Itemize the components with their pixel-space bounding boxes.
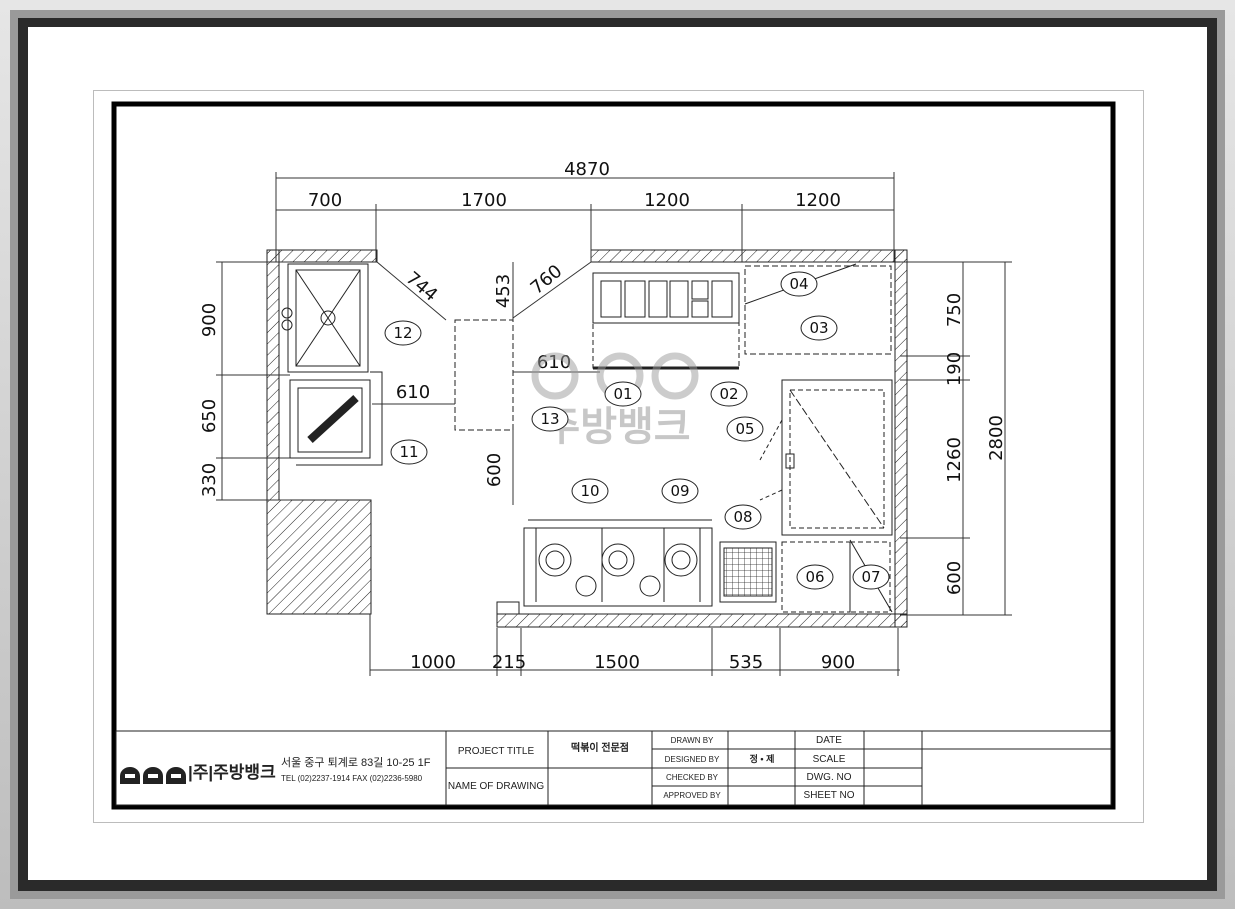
svg-text:DATE: DATE xyxy=(816,735,842,746)
company-name: |주|주방뱅크 xyxy=(188,763,276,782)
svg-text:1200: 1200 xyxy=(795,190,841,211)
svg-text:330: 330 xyxy=(199,463,220,497)
svg-text:4870: 4870 xyxy=(564,159,610,180)
svg-text:1000: 1000 xyxy=(410,652,456,673)
svg-text:SCALE: SCALE xyxy=(813,754,846,765)
svg-text:SHEET NO: SHEET NO xyxy=(804,790,855,801)
equipment-numbers xyxy=(384,271,890,590)
svg-text:700: 700 xyxy=(308,190,342,211)
svg-text:NAME OF DRAWING: NAME OF DRAWING xyxy=(448,781,545,792)
svg-text:1260: 1260 xyxy=(944,437,965,483)
svg-text:DWG. NO: DWG. NO xyxy=(807,772,852,783)
svg-text:08: 08 xyxy=(733,508,752,526)
title-block: |주|주방뱅크 서울 중구 퇴계로 83길 10-25 1F TEL (02)2… xyxy=(115,730,1112,806)
svg-text:CHECKED BY: CHECKED BY xyxy=(666,773,719,782)
svg-text:750: 750 xyxy=(944,293,965,327)
company-address: 서울 중구 퇴계로 83길 10-25 1F xyxy=(281,756,431,769)
svg-text:1500: 1500 xyxy=(594,652,640,673)
svg-text:11: 11 xyxy=(399,443,418,461)
svg-text:10: 10 xyxy=(580,482,599,500)
svg-text:190: 190 xyxy=(944,352,965,386)
svg-text:01: 01 xyxy=(613,385,632,403)
svg-text:535: 535 xyxy=(729,652,763,673)
svg-text:600: 600 xyxy=(944,561,965,595)
equipment xyxy=(281,263,893,613)
svg-text:744: 744 xyxy=(402,268,442,306)
company-logo-icon xyxy=(120,767,186,784)
svg-text:09: 09 xyxy=(670,482,689,500)
svg-text:12: 12 xyxy=(393,324,412,342)
svg-text:1200: 1200 xyxy=(644,190,690,211)
svg-text:13: 13 xyxy=(540,410,559,428)
drawing-border xyxy=(111,101,1116,810)
watermark: 주방뱅크 xyxy=(531,352,699,450)
dimension-lines xyxy=(216,172,1012,676)
svg-text:600: 600 xyxy=(484,453,505,487)
svg-text:07: 07 xyxy=(861,568,880,586)
svg-text:APPROVED BY: APPROVED BY xyxy=(663,791,721,800)
svg-text:2800: 2800 xyxy=(986,415,1007,461)
svg-text:03: 03 xyxy=(809,319,828,337)
svg-text:DESIGNED BY: DESIGNED BY xyxy=(665,755,720,764)
svg-text:453: 453 xyxy=(493,274,514,308)
svg-text:정 • 제: 정 • 제 xyxy=(750,753,775,764)
company-contact: TEL (02)2237-1914 FAX (02)2236-5980 xyxy=(281,774,423,783)
svg-text:04: 04 xyxy=(789,275,808,293)
svg-text:06: 06 xyxy=(805,568,824,586)
svg-text:650: 650 xyxy=(199,399,220,433)
svg-text:떡볶이 전문점: 떡볶이 전문점 xyxy=(571,741,629,754)
svg-text:900: 900 xyxy=(821,652,855,673)
svg-text:05: 05 xyxy=(735,420,754,438)
svg-text:610: 610 xyxy=(396,382,430,403)
svg-text:760: 760 xyxy=(527,261,567,299)
svg-text:PROJECT TITLE: PROJECT TITLE xyxy=(458,746,535,757)
svg-text:주방뱅크: 주방뱅크 xyxy=(543,404,690,450)
svg-text:DRAWN BY: DRAWN BY xyxy=(671,736,714,745)
svg-text:02: 02 xyxy=(719,385,738,403)
svg-text:900: 900 xyxy=(199,303,220,337)
svg-text:215: 215 xyxy=(492,652,526,673)
equipment-number-texts: 01 02 03 04 05 06 07 08 09 10 11 12 13 xyxy=(393,275,880,586)
svg-text:1700: 1700 xyxy=(461,190,507,211)
